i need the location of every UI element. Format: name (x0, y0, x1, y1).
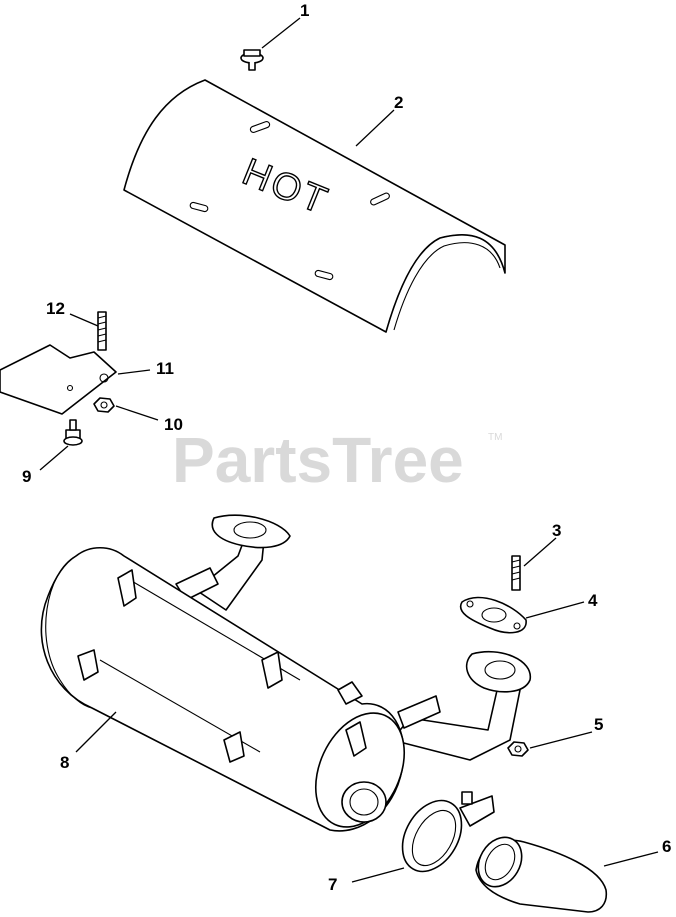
leader-lines (39, 17, 659, 883)
callout-8: 8 (60, 753, 69, 772)
part-6-exhaust-elbow[interactable] (470, 829, 608, 913)
part-10-nut[interactable] (93, 397, 115, 413)
watermark-trademark: TM (488, 432, 502, 443)
callout-2: 2 (394, 93, 403, 112)
part-2-heat-shield[interactable]: HOT (123, 79, 506, 333)
callout-7: 7 (328, 875, 337, 894)
callout-12: 12 (46, 299, 65, 318)
part-5-nut[interactable] (507, 741, 529, 757)
callout-10: 10 (164, 415, 183, 434)
watermark-text: PartsTree (172, 424, 464, 496)
part-11-gasket-plate[interactable] (0, 344, 117, 415)
part-9-bolt[interactable] (63, 419, 83, 446)
callout-3: 3 (552, 521, 561, 540)
callout-6: 6 (662, 837, 671, 856)
part-3-stud[interactable] (511, 555, 521, 591)
part-7-clamp[interactable] (390, 790, 495, 882)
callout-5: 5 (594, 715, 603, 734)
callouts: 1 2 3 4 5 6 7 8 9 10 11 12 (22, 1, 671, 894)
part-8-muffler[interactable] (40, 514, 531, 841)
callout-1: 1 (300, 1, 309, 20)
callout-4: 4 (588, 591, 598, 610)
part-1-screw[interactable] (240, 49, 264, 71)
callout-11: 11 (156, 359, 174, 378)
callout-9: 9 (22, 467, 31, 486)
part-12-stud[interactable] (97, 311, 107, 351)
part-4-gasket[interactable] (459, 596, 527, 634)
